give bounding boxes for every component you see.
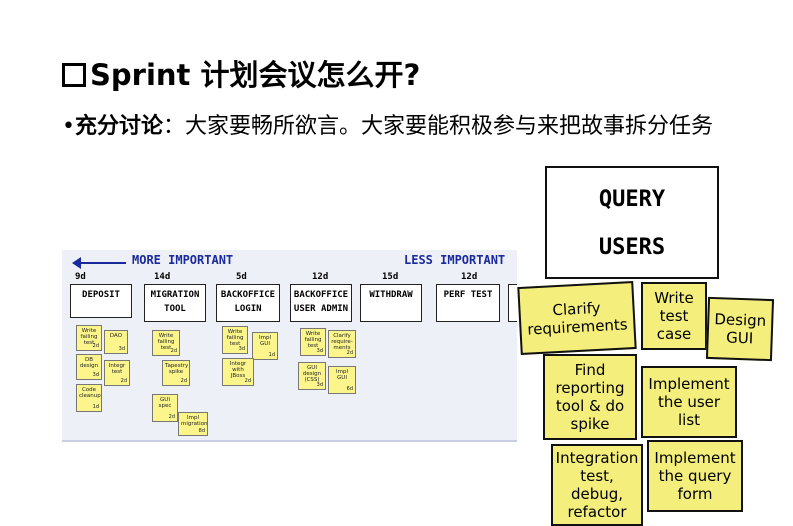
story-estimate: 5d [236,272,247,282]
story-card: BACKOFFICE USER ADMIN [290,284,352,322]
cartoon-task-note: Implement the user list [641,366,737,438]
story-card: WITHDRAW [360,284,422,322]
story-estimate: 15d [382,272,399,282]
story-estimate: 12d [461,272,478,282]
query-users-cartoon: QUERY USERS Clarify requirements Write t… [515,162,793,526]
cartoon-task-note: Clarify requirements [517,281,637,355]
checkbox-bullet-icon [62,63,86,87]
cartoon-task-note: Integration test, debug, refactor [551,444,643,526]
more-important-label: MORE IMPORTANT [132,253,234,267]
bullet-text: ：大家要畅所欲言。大家要能积极参与来把故事拆分任务 [163,114,714,139]
cartoon-task-note: Design GUI [705,296,775,362]
bullet-lead: 充分讨论 [74,114,163,139]
discussion-bullet: •充分讨论：大家要畅所欲言。大家要能积极参与来把故事拆分任务 [62,114,714,139]
left-arrow-icon [72,257,81,269]
story-estimate: 9d [75,272,86,282]
story-card: BACKOFFICE LOGIN [216,284,280,322]
story-card-cut [508,284,517,322]
query-users-story-card: QUERY USERS [545,166,719,279]
story-card: PERF TEST [436,284,500,322]
cartoon-task-note: Write test case [641,282,707,350]
less-important-label: LESS IMPORTANT [404,253,506,267]
story-card: DEPOSIT [70,284,132,318]
story-card: MIGRATION TOOL [144,284,206,322]
arrow-line [78,262,126,264]
taskboard-photo: MORE IMPORTANT LESS IMPORTANT 9d DEPOSIT… [62,250,517,442]
cartoon-task-note: Find reporting tool & do spike [543,354,637,440]
story-estimate: 14d [154,272,171,282]
task-note: GUI design (CSS)3d [298,362,326,390]
story-estimate: 12d [312,272,329,282]
cartoon-task-note: Implement the query form [647,440,743,512]
page-title: Sprint 计划会议怎么开? [62,52,420,94]
